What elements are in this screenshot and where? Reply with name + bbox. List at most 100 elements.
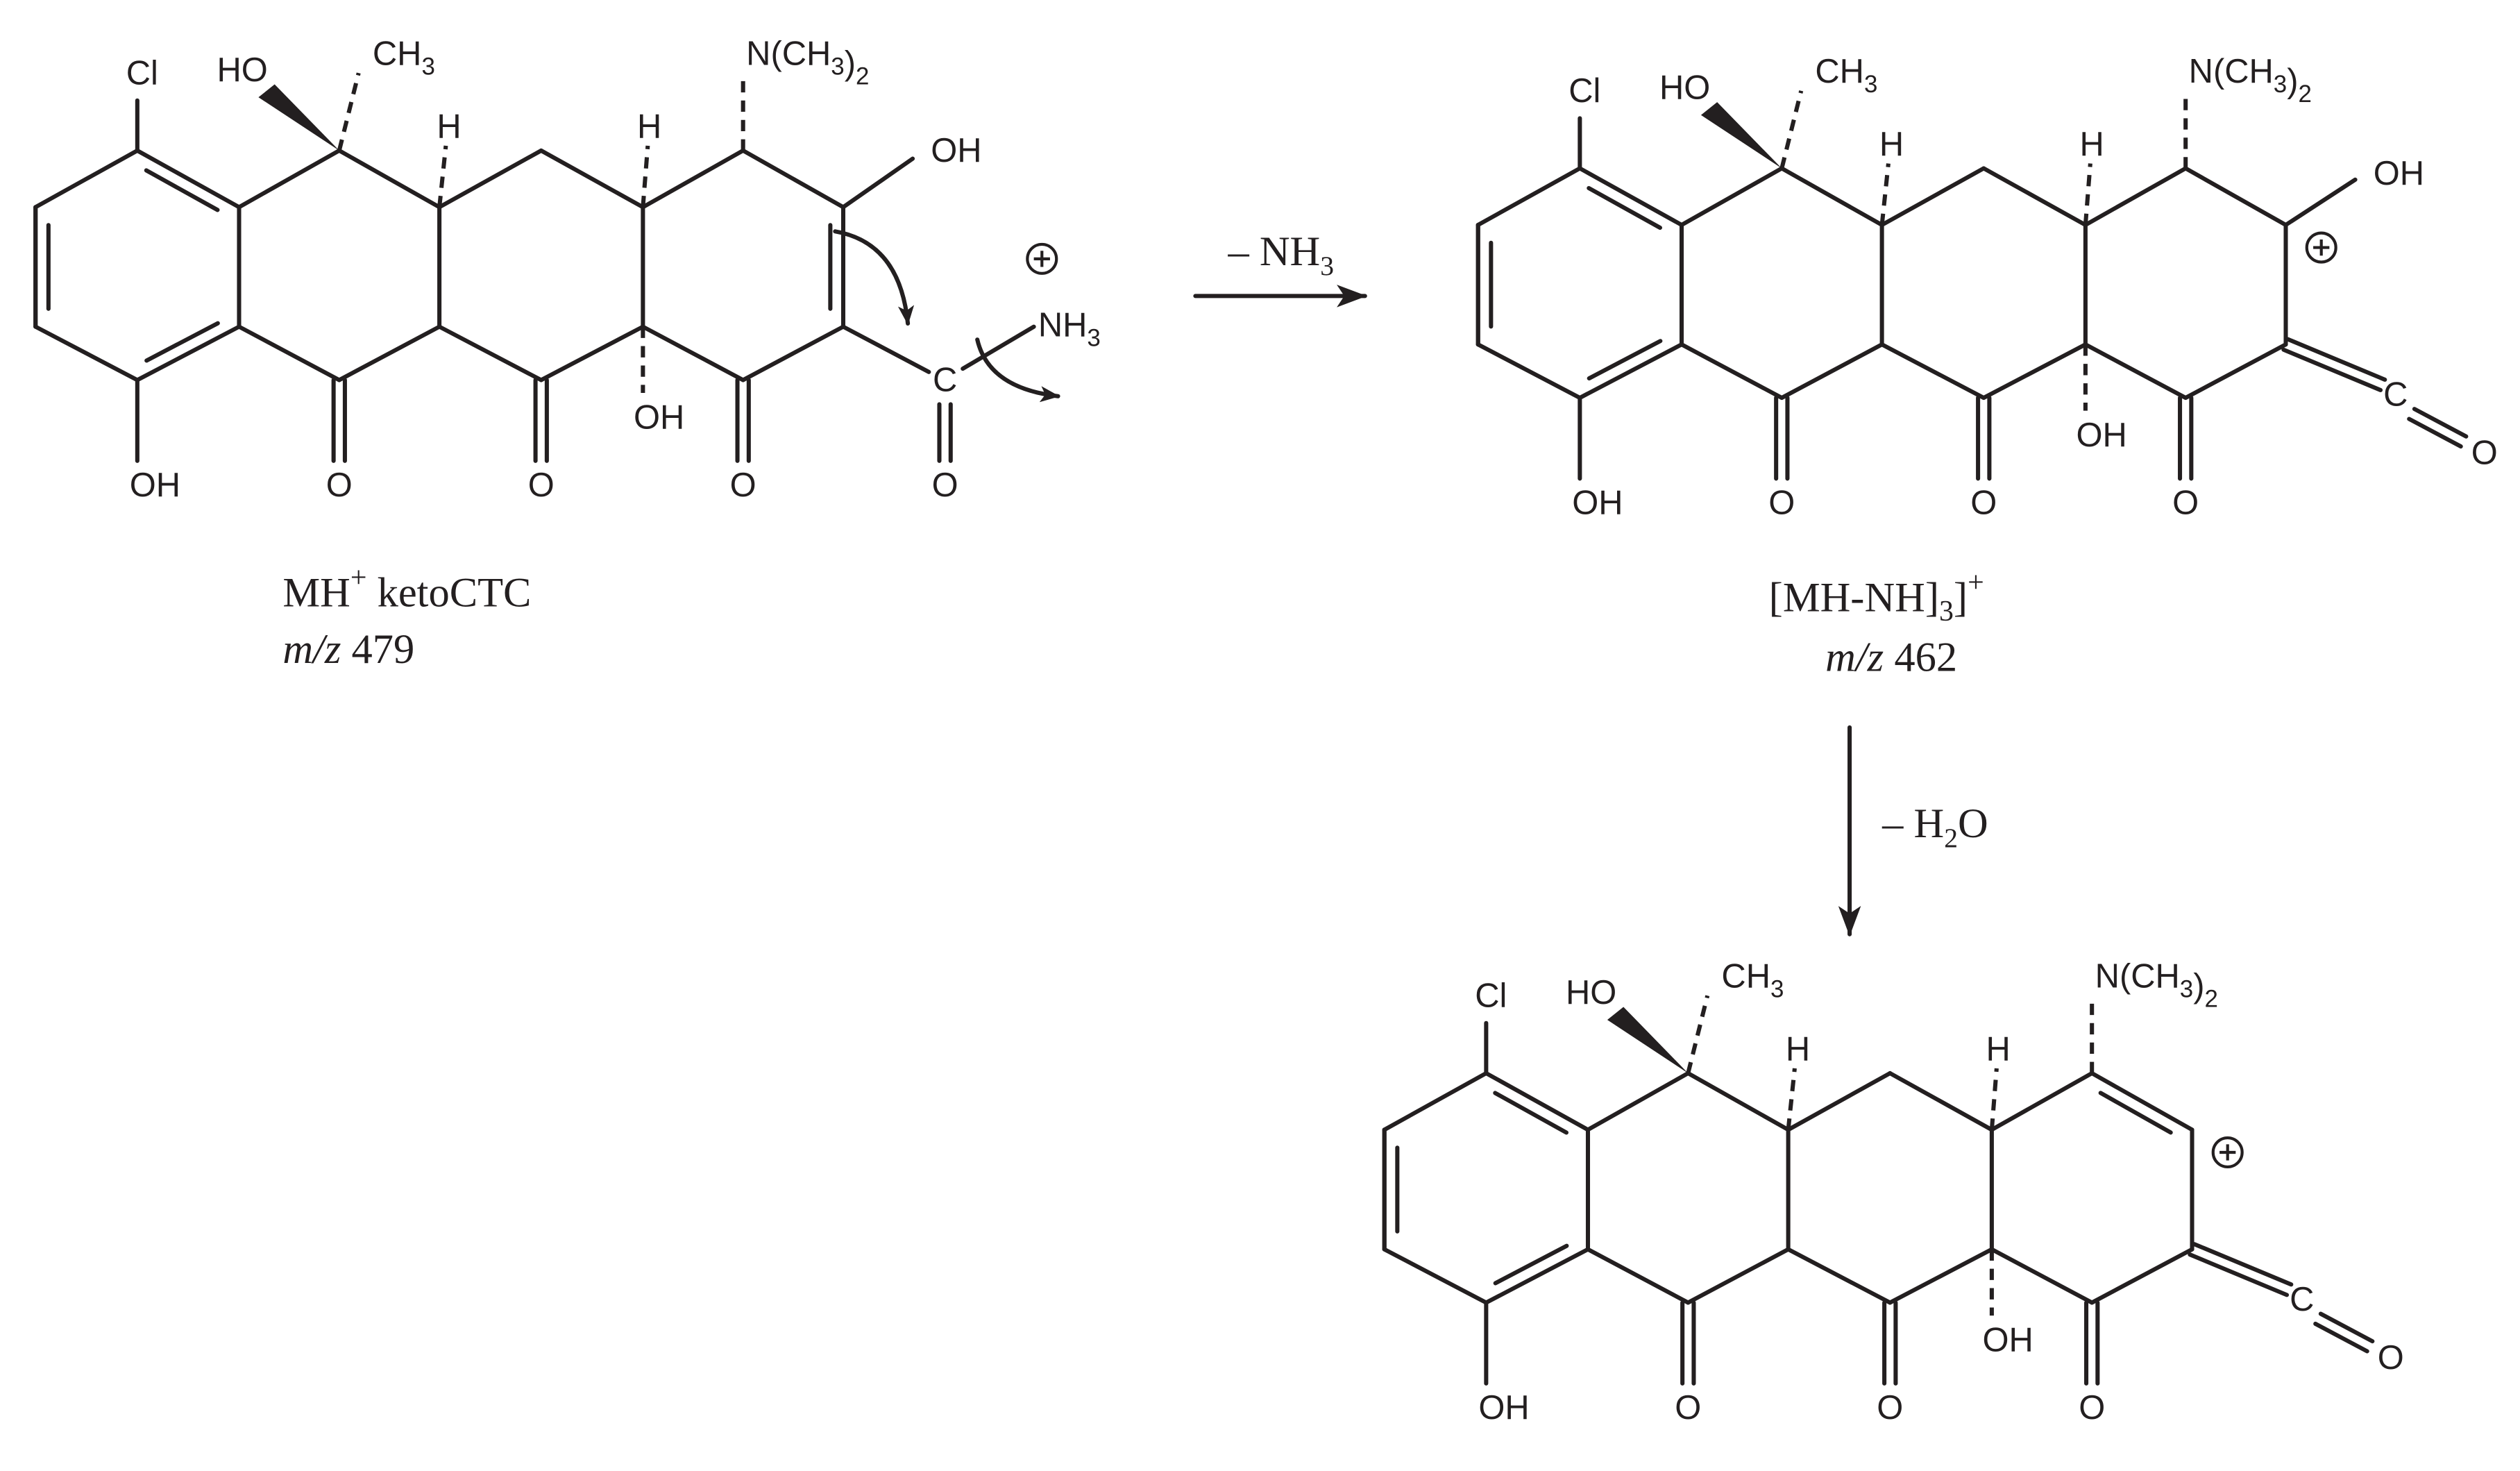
c-n-bond <box>961 324 1036 371</box>
atom-oh: OH <box>1478 1389 1529 1427</box>
aromatic-double-bond <box>1587 339 1663 381</box>
ring-bond <box>539 148 645 210</box>
oh-bond <box>840 156 915 210</box>
loss-h2o-label: – H2O <box>1881 800 1988 853</box>
ring-bond <box>237 148 341 210</box>
atom-h: H <box>1986 1030 2011 1068</box>
structure-caption: [MH-NH]3]+ <box>1769 566 1984 628</box>
atom-ho: HO <box>217 51 267 89</box>
positive-charge-icon <box>2211 1136 2244 1169</box>
ring-bond <box>135 148 242 210</box>
atom-oh: OH <box>130 466 180 504</box>
atom-oh: OH <box>1572 485 1623 522</box>
double-bond <box>2098 1091 2173 1135</box>
ketene-double-bond <box>2313 1321 2369 1354</box>
ring-bond <box>2183 166 2288 228</box>
atom-o: O <box>2079 1389 2105 1427</box>
atom-nme2: N(CH3)2 <box>746 35 869 90</box>
ring-bond <box>2090 1247 2195 1305</box>
atom-o: O <box>730 466 756 504</box>
atom-o: O <box>1970 485 1997 522</box>
ring-bond <box>337 324 442 383</box>
amide-bond <box>840 324 931 374</box>
curved-arrow-icon <box>975 337 1060 403</box>
ring-bond <box>33 148 139 210</box>
atom-o: O <box>2471 434 2498 471</box>
ring-bond <box>237 324 341 383</box>
atom-ch3: CH3 <box>373 35 435 81</box>
hashed-bond <box>1786 1068 1797 1130</box>
ring-bond <box>2083 166 2188 228</box>
ring-bond <box>1578 166 1684 228</box>
ketene-double-bond <box>2281 347 2383 392</box>
atom-nme2: N(CH3)2 <box>2095 958 2218 1013</box>
atom-nme2: N(CH3)2 <box>2189 53 2312 108</box>
hashed-bond <box>1686 995 1710 1074</box>
atom-o: O <box>326 466 353 504</box>
ring-bond <box>2083 342 2188 401</box>
ring-bond <box>1475 166 1582 228</box>
atom-h: H <box>637 108 661 145</box>
ring-bond <box>437 324 543 383</box>
atom-o: O <box>2172 485 2199 522</box>
atom-o: O <box>932 466 958 504</box>
atom-cl: Cl <box>1568 72 1600 110</box>
ring-bond <box>135 324 242 383</box>
atom-o: O <box>1877 1389 1903 1427</box>
ring-bond <box>1382 1070 1489 1132</box>
atom-oh: OH <box>2077 417 2127 454</box>
mz-value: m/z 479 <box>282 626 414 673</box>
ring-bond <box>1879 342 1986 401</box>
ring-bond <box>1989 1247 2095 1305</box>
ring-bond <box>641 324 745 383</box>
ring-bond <box>1679 166 1784 228</box>
reaction-arrows: – NH3– H2O <box>1193 228 1988 936</box>
ring-bond <box>1989 1070 2095 1132</box>
ring-bond <box>1786 1070 1893 1132</box>
ring-bond <box>2183 342 2288 401</box>
ketene-double-bond <box>2412 407 2469 439</box>
wedge-bond <box>258 84 339 151</box>
mz-value: m/z 462 <box>1825 634 1957 680</box>
atom-oh: OH <box>931 132 981 169</box>
ring-bond <box>1888 1070 1994 1132</box>
atom-o: O <box>1768 485 1795 522</box>
atom-ch3: CH3 <box>1721 958 1784 1003</box>
atom-oh: OH <box>1983 1321 2033 1359</box>
atom-o: O <box>2378 1339 2404 1377</box>
ring-bond <box>641 148 745 210</box>
ring-bond <box>337 148 442 210</box>
ring-bond <box>437 148 543 210</box>
ring-bond <box>1484 1070 1591 1132</box>
ring-bond <box>1578 342 1684 401</box>
ring-bond <box>1779 166 1884 228</box>
oh-bond <box>2283 177 2358 228</box>
atom-h: H <box>1879 126 1904 163</box>
ring-bond <box>1585 1247 1691 1305</box>
wedge-bond <box>1700 102 1782 169</box>
atom-cl: Cl <box>1475 977 1507 1015</box>
atom-ho: HO <box>1566 974 1616 1011</box>
ketene-double-bond <box>2188 1252 2290 1297</box>
atom-ch3: CH3 <box>1815 53 1877 98</box>
ketene-double-bond <box>2285 337 2387 382</box>
ring-bond <box>1686 1247 1791 1305</box>
ring-bond <box>741 324 846 383</box>
atom-cl: Cl <box>126 54 158 92</box>
atom-c: C <box>2290 1281 2314 1318</box>
structure-caption: MH+ ketoCTC <box>282 562 531 616</box>
atom-o: O <box>528 466 555 504</box>
ring-bond <box>2090 1070 2195 1132</box>
aromatic-double-bond <box>1587 185 1662 230</box>
ring-bond <box>1888 1247 1994 1305</box>
curved-arrow-icon <box>833 229 915 326</box>
atom-o: O <box>1675 1389 1701 1427</box>
atom-c: C <box>2383 376 2408 414</box>
hashed-bond <box>1989 1068 1999 1130</box>
ketene-double-bond <box>2407 417 2463 449</box>
wedge-bond <box>1607 1007 1689 1073</box>
hashed-bond <box>1879 163 1891 226</box>
